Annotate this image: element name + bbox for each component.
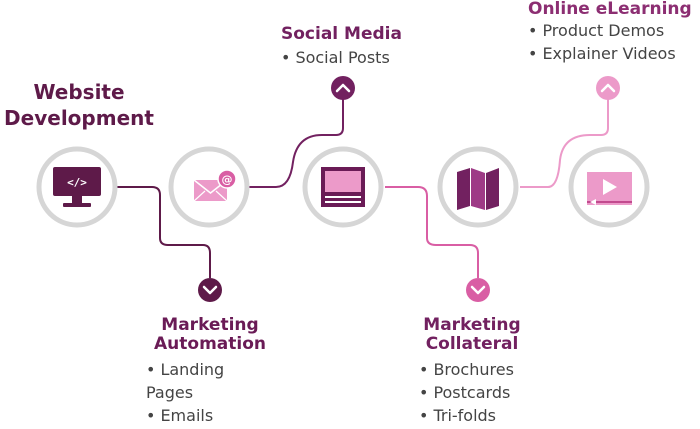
chevron-down-icon — [198, 278, 222, 302]
list-item: Brochures — [419, 358, 529, 381]
list-item: Social Posts — [281, 46, 421, 69]
connector-automation-to-social — [248, 98, 344, 188]
bullet-list: Product Demos Explainer Videos — [528, 19, 698, 65]
video-player-icon — [587, 172, 632, 205]
at-sign-text: @ — [222, 173, 233, 186]
code-tag-text: </> — [67, 176, 87, 189]
list-item: Explainer Videos — [528, 42, 698, 65]
connector-collateral-to-elearning — [520, 99, 609, 188]
list-item: Postcards — [419, 381, 529, 404]
connector-social-to-collateral — [385, 186, 479, 278]
list-item: Tri-folds — [419, 404, 529, 427]
stage-title-line: Marketing — [423, 315, 521, 335]
folded-map-icon — [457, 168, 499, 210]
stage-title-line: Automation — [154, 334, 266, 354]
stage-marketing-collateral: Marketing Collateral Brochures Postcards… — [419, 316, 529, 427]
list-item: Emails — [146, 404, 274, 427]
chevron-up-icon — [331, 76, 355, 100]
stage-title-line: Website — [33, 80, 125, 104]
stage-title-line: Online eLearning — [528, 0, 692, 19]
stage-title-line: Marketing — [161, 315, 259, 335]
code-monitor-icon: </> — [53, 167, 101, 207]
chevron-down-icon — [466, 278, 490, 302]
document-monitor-icon — [321, 167, 365, 207]
stage-online-elearning: Online eLearning Product Demos Explainer… — [528, 0, 698, 65]
chevron-up-icon — [596, 76, 620, 100]
bullet-list: Landing Pages Emails — [146, 358, 274, 427]
connector-website-to-automation — [117, 186, 211, 278]
list-item: Product Demos — [528, 19, 698, 42]
email-at-icon: @ — [193, 169, 237, 202]
stage-title-line: Development — [4, 106, 154, 130]
stage-website-development: Website Development — [0, 79, 158, 131]
stage-marketing-automation: Marketing Automation Landing Pages Email… — [146, 316, 274, 427]
stage-social-media: Social Media Social Posts — [281, 25, 421, 69]
bullet-list: Brochures Postcards Tri-folds — [419, 358, 529, 427]
bullet-list: Social Posts — [281, 46, 421, 69]
list-item: Landing Pages — [146, 358, 274, 404]
stage-title-line: Collateral — [425, 334, 519, 354]
stage-title-line: Social Media — [281, 24, 402, 44]
